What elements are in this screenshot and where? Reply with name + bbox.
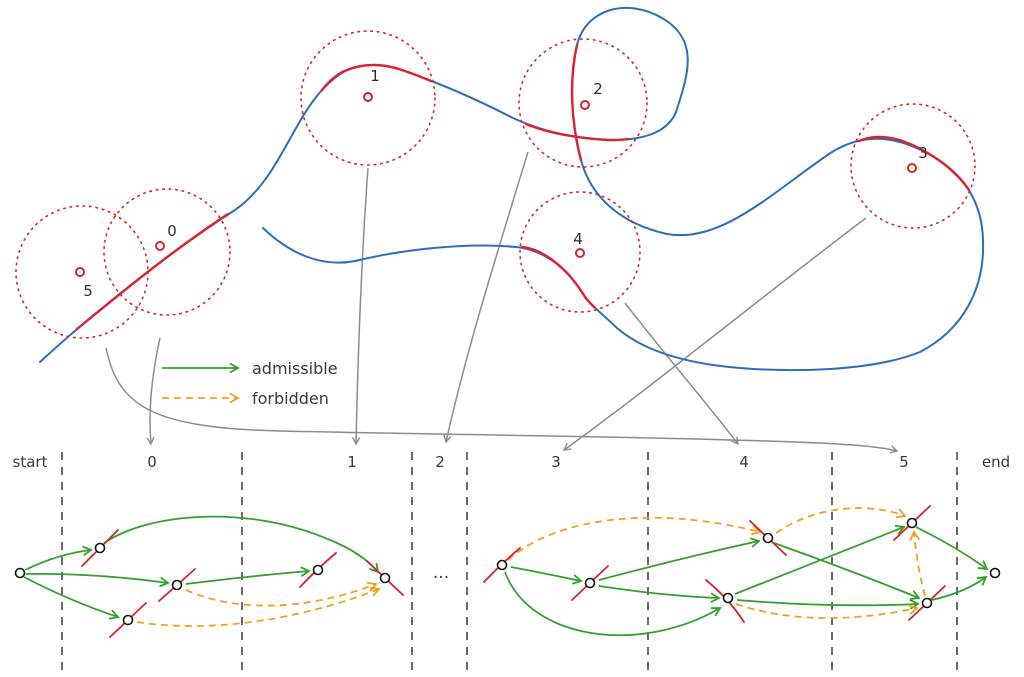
waypoint-marker-0 xyxy=(155,241,165,251)
column-label-5: 5 xyxy=(899,453,909,471)
waypoint-marker-1 xyxy=(363,92,373,102)
trajectory-group xyxy=(39,6,985,372)
waypoint-label-5: 5 xyxy=(83,282,93,300)
trajectory-curve xyxy=(39,6,985,372)
edge-admissible-a3-b3 xyxy=(510,566,583,585)
waypoint-region-5 xyxy=(15,205,149,339)
edge-forbidden-b0-b1 xyxy=(185,581,378,607)
graph-node-4b xyxy=(722,592,734,604)
legend-admissible-label: admissible xyxy=(252,359,338,378)
edge-forbidden-b4-b5 xyxy=(735,603,919,619)
waypoint-labels-group: 0 1 2 3 4 5 xyxy=(83,67,928,300)
mapping-arrow-waypoint-4 xyxy=(624,302,739,446)
edge-admissible-a0-b1 xyxy=(103,515,380,574)
admissible-edges-group xyxy=(23,515,989,637)
waypoint-regions-group xyxy=(15,30,976,339)
legend: admissible forbidden xyxy=(162,359,338,408)
column-label-3: 3 xyxy=(551,453,561,471)
edge-forbidden-b5-a5 xyxy=(909,530,926,597)
waypoint-region-4 xyxy=(519,191,641,313)
edge-admissible-start-a0 xyxy=(24,545,93,571)
column-label-4: 4 xyxy=(739,453,749,471)
edge-admissible-a5-end xyxy=(915,526,989,571)
waypoint-label-0: 0 xyxy=(167,222,177,240)
waypoint-marker-4 xyxy=(575,248,585,258)
waypoint-region-3 xyxy=(850,103,976,229)
graph-column-labels: start 0 1 2 3 4 5 end ... xyxy=(13,453,1011,583)
edge-admissible-b3-a4 xyxy=(598,537,761,581)
node-tangent-marks-group xyxy=(81,505,946,638)
edge-forbidden-c0-b1 xyxy=(136,586,381,627)
graph-node-3a xyxy=(496,559,508,571)
mapping-arrow-waypoint-1 xyxy=(352,167,369,446)
edge-admissible-b0-a1 xyxy=(185,566,311,585)
legend-forbidden-label: forbidden xyxy=(252,389,329,408)
edge-admissible-b5-end xyxy=(931,575,988,601)
mapping-arrow-waypoint-3 xyxy=(562,217,867,451)
column-label-end: end xyxy=(982,453,1010,471)
forbidden-edges-group xyxy=(136,507,926,627)
passage-segment-waypoint-1 xyxy=(320,63,433,92)
passage-segments-group xyxy=(75,43,971,331)
passage-segment-waypoint-2a xyxy=(524,122,630,142)
passage-segment-waypoint-3 xyxy=(857,135,971,192)
column-label-start: start xyxy=(13,453,48,471)
waypoint-markers-group xyxy=(75,92,917,277)
graph-node-end xyxy=(989,567,1001,579)
graph-node-1a xyxy=(312,564,324,576)
waypoint-label-1: 1 xyxy=(370,67,380,85)
edge-admissible-a3-b4 xyxy=(504,571,722,637)
graph-node-1b xyxy=(379,572,391,584)
waypoint-marker-3 xyxy=(907,163,917,173)
waypoint-marker-5 xyxy=(75,267,85,277)
edge-admissible-b4-b5 xyxy=(736,599,920,610)
waypoint-label-3: 3 xyxy=(918,144,928,162)
edge-forbidden-a4-a5 xyxy=(775,507,907,534)
graph-node-5b xyxy=(921,597,933,609)
waypoint-marker-2 xyxy=(580,100,590,110)
graph-node-0c xyxy=(122,614,134,626)
edge-admissible-b3-b4 xyxy=(598,585,721,604)
mapping-arrow-waypoint-5 xyxy=(105,347,899,454)
column-label-0: 0 xyxy=(147,453,157,471)
passage-segment-waypoint-2b xyxy=(570,43,583,162)
waypoint-label-4: 4 xyxy=(573,230,583,248)
passage-segment-waypoints-5-0 xyxy=(75,212,230,331)
passage-segment-waypoint-4 xyxy=(520,245,596,309)
edge-admissible-b4-a5 xyxy=(734,524,906,595)
graph-node-5a xyxy=(906,517,918,529)
waypoint-label-2: 2 xyxy=(593,80,603,98)
edge-admissible-start-c0 xyxy=(23,576,120,620)
mapping-arrows-group xyxy=(105,151,899,454)
edge-admissible-start-b0 xyxy=(25,573,170,588)
graph-node-0b xyxy=(171,579,183,591)
waypoint-region-2 xyxy=(518,38,648,168)
edge-admissible-a4-b5 xyxy=(773,542,921,601)
graph-node-0a xyxy=(94,542,106,554)
mapping-arrow-waypoint-2 xyxy=(443,151,529,444)
graph-node-4a xyxy=(762,532,774,544)
column-label-1: 1 xyxy=(347,453,357,471)
waypoint-region-1 xyxy=(300,30,436,166)
edge-forbidden-a3-a4 xyxy=(507,516,762,561)
waypoint-region-0 xyxy=(103,188,231,316)
graph-node-3b xyxy=(584,577,596,589)
graph-nodes-group xyxy=(14,517,1001,626)
column-label-2: 2 xyxy=(435,453,445,471)
mapping-arrow-waypoint-0 xyxy=(146,337,161,446)
graph-column-separators xyxy=(61,452,958,672)
graph-node-start xyxy=(14,567,26,579)
graph-ellipsis: ... xyxy=(433,563,449,583)
